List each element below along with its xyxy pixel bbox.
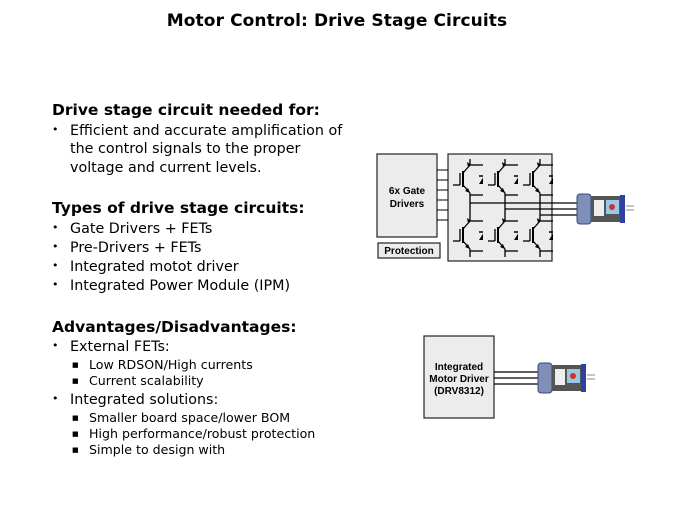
- bullet-icon: •: [52, 240, 59, 253]
- adv-group: •Integrated solutions:: [52, 392, 219, 408]
- type-item: •Gate Drivers + FETs: [52, 221, 213, 237]
- adv-subitem: ■Simple to design with: [72, 442, 226, 457]
- bullet-icon: •: [52, 259, 59, 272]
- adv-subitem: ■Low RDSON/High currents: [72, 357, 253, 372]
- motor-icon: [576, 193, 634, 225]
- bullet-needed-cont-2: voltage and current levels.: [70, 160, 262, 176]
- protection-label: Protection: [384, 246, 433, 257]
- bullet-icon: •: [52, 339, 59, 352]
- slide-title: Motor Control: Drive Stage Circuits: [166, 11, 508, 31]
- square-bullet-icon: ■: [72, 414, 79, 422]
- type-item: •Pre-Drivers + FETs: [52, 240, 202, 256]
- adv-subitem: ■High performance/robust protection: [72, 426, 316, 441]
- gate-driver-label-1: 6x Gate: [389, 186, 426, 197]
- adv-subitem: ■Current scalability: [72, 373, 204, 388]
- integrated-driver-diagram: Integrated Motor Driver (DRV8312): [423, 335, 595, 419]
- bullet-needed: •Efficient and accurate amplification of: [52, 123, 343, 139]
- square-bullet-icon: ■: [72, 446, 79, 454]
- phase-wires: [469, 201, 577, 216]
- bullet-icon: •: [52, 392, 59, 405]
- motor-icon: [537, 362, 595, 394]
- bullet-icon: •: [52, 278, 59, 291]
- integrated-driver-label-1: Integrated: [435, 362, 483, 373]
- heading-needed: Drive stage circuit needed for:: [52, 101, 320, 119]
- gate-driver-block: [376, 153, 438, 238]
- motor-wires: [494, 371, 540, 385]
- gate-signal-arrows: [437, 169, 448, 221]
- integrated-driver-block: [423, 335, 495, 419]
- square-bullet-icon: ■: [72, 430, 79, 438]
- bullet-icon: •: [52, 221, 59, 234]
- adv-subitem: ■Smaller board space/lower BOM: [72, 410, 291, 425]
- adv-group: •External FETs:: [52, 339, 170, 355]
- gate-driver-diagram: 6x Gate Drivers Protection: [376, 153, 634, 262]
- square-bullet-icon: ■: [72, 361, 79, 369]
- heading-advantages: Advantages/Disadvantages:: [52, 318, 297, 336]
- type-item: •Integrated motot driver: [52, 259, 239, 275]
- protection-block: [377, 242, 441, 259]
- gate-driver-label-2: Drivers: [390, 199, 425, 210]
- bullet-needed-cont-1: the control signals to the proper: [70, 141, 301, 157]
- integrated-driver-label-3: (DRV8312): [434, 386, 484, 397]
- bullet-icon: •: [52, 123, 59, 136]
- integrated-driver-label-2: Motor Driver: [429, 374, 489, 385]
- heading-types: Types of drive stage circuits:: [52, 199, 305, 217]
- type-item: •Integrated Power Module (IPM): [52, 278, 291, 294]
- square-bullet-icon: ■: [72, 377, 79, 385]
